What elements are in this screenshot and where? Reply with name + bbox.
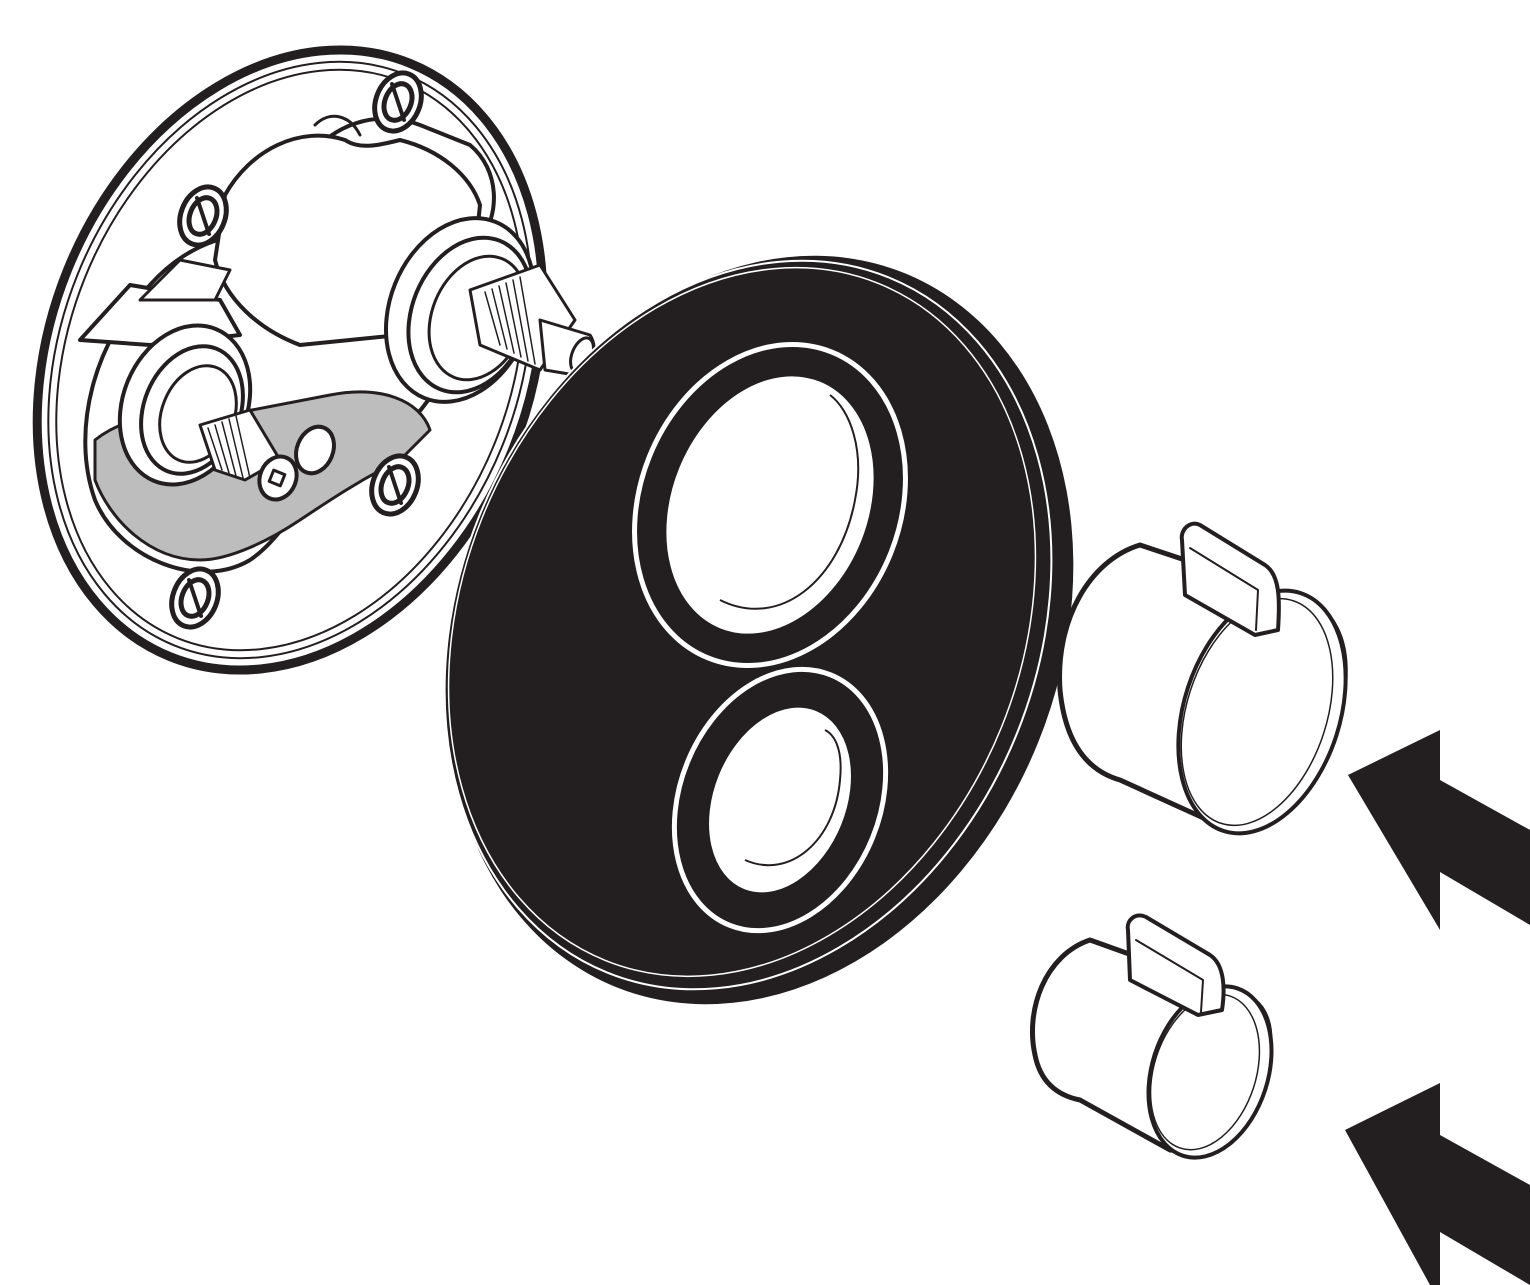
mounting-plate	[32, 45, 596, 675]
knob-upper-face	[1176, 588, 1348, 836]
trim-upper-opening-ring	[632, 341, 908, 669]
knob-lower-lever	[1125, 913, 1226, 1017]
valve-cartridge-upper	[383, 216, 596, 404]
screw-boss-top	[372, 70, 424, 134]
trim-upper-opening	[662, 372, 878, 638]
knob-upper-lever-edge	[1189, 547, 1259, 631]
screw-boss-right	[369, 453, 421, 517]
plate-housing-notch	[313, 114, 362, 137]
screw-boss-left	[177, 184, 229, 248]
direction-arrow-lower	[1345, 1083, 1530, 1285]
handle-knob-lower	[1029, 913, 1274, 1160]
trim-lower-opening	[705, 703, 855, 897]
knob-lower-lever-edge	[1135, 939, 1204, 1013]
screw-boss-bottom	[169, 566, 221, 630]
trim-lower-opening-ring	[671, 666, 889, 934]
trim-plate-edge-line	[447, 266, 1037, 978]
escutcheon-trim-plate	[443, 255, 1074, 1005]
handle-knob-upper	[1057, 521, 1348, 836]
plate-lower-step	[138, 258, 232, 302]
trim-upper-opening-bevel	[719, 394, 860, 610]
direction-arrow-upper	[1348, 730, 1530, 930]
knob-upper-lever	[1179, 521, 1281, 637]
lower-stem-spline-teeth	[207, 415, 251, 479]
knob-upper-face-inner	[1180, 597, 1334, 827]
valve-cartridge-lower	[117, 323, 336, 502]
upper-stem-spline-teeth	[484, 276, 536, 365]
trim-lower-opening-bevel	[744, 729, 842, 867]
knob-lower-face-inner	[1149, 993, 1261, 1151]
